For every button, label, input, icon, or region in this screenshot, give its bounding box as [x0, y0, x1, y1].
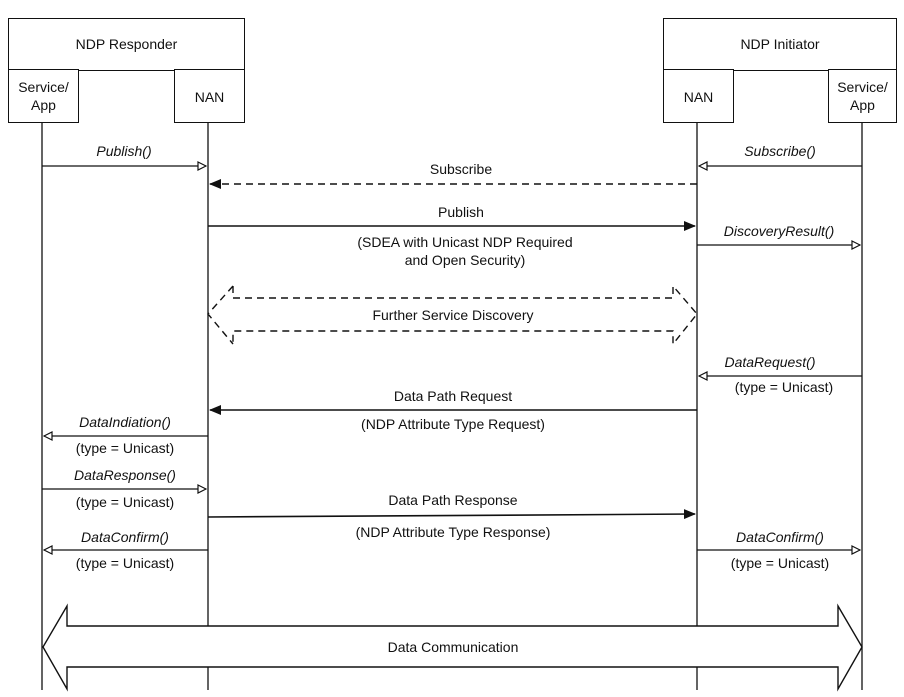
label-data-communication: Data Communication — [388, 639, 519, 655]
label-data-request: DataRequest() — [724, 354, 815, 370]
arrow-data-communication — [42, 603, 863, 692]
label-data-request-type: (type = Unicast) — [735, 379, 833, 395]
label-data-path-request: Data Path Request — [394, 388, 512, 404]
label-further-discovery: Further Service Discovery — [372, 307, 533, 323]
initiator-title: NDP Initiator — [740, 36, 820, 52]
label-publish-frame: Publish — [438, 204, 484, 220]
responder-nan-label: NAN — [194, 89, 225, 105]
label-publish-note-2: and Open Security) — [405, 252, 526, 268]
label-publish-call: Publish() — [96, 143, 151, 159]
responder-service-line1: Service/ — [18, 79, 69, 95]
initiator-service-line1: Service/ — [837, 79, 888, 95]
initiator-title-box: NDP Initiator — [663, 18, 897, 71]
label-discovery-result: DiscoveryResult() — [724, 223, 834, 239]
label-data-path-request-note: (NDP Attribute Type Request) — [361, 416, 545, 432]
label-publish-note-1: (SDEA with Unicast NDP Required — [357, 234, 572, 250]
label-data-response: DataResponse() — [74, 467, 176, 483]
label-data-indication: DataIndiation() — [79, 414, 171, 430]
initiator-nan-label: NAN — [683, 89, 714, 105]
label-data-path-response: Data Path Response — [388, 492, 517, 508]
arrow-data-path-response — [207, 509, 696, 520]
initiator-service-line2: App — [850, 97, 875, 113]
label-subscribe-frame: Subscribe — [430, 161, 492, 177]
label-data-path-response-note: (NDP Attribute Type Response) — [356, 524, 551, 540]
responder-service-box: Service/ App — [8, 69, 79, 123]
responder-service-line2: App — [31, 97, 56, 113]
responder-nan-box: NAN — [174, 69, 245, 123]
label-data-confirm-right: DataConfirm() — [736, 529, 824, 545]
responder-title: NDP Responder — [75, 36, 178, 52]
label-data-confirm-right-type: (type = Unicast) — [731, 555, 829, 571]
label-data-response-type: (type = Unicast) — [76, 494, 174, 510]
label-data-indication-type: (type = Unicast) — [76, 440, 174, 456]
label-data-confirm-left: DataConfirm() — [81, 529, 169, 545]
arrow-further-discovery — [207, 284, 698, 346]
label-subscribe-call: Subscribe() — [744, 143, 816, 159]
initiator-nan-box: NAN — [663, 69, 734, 123]
initiator-service-box: Service/ App — [828, 69, 897, 123]
label-data-confirm-left-type: (type = Unicast) — [76, 555, 174, 571]
responder-title-box: NDP Responder — [8, 18, 245, 71]
